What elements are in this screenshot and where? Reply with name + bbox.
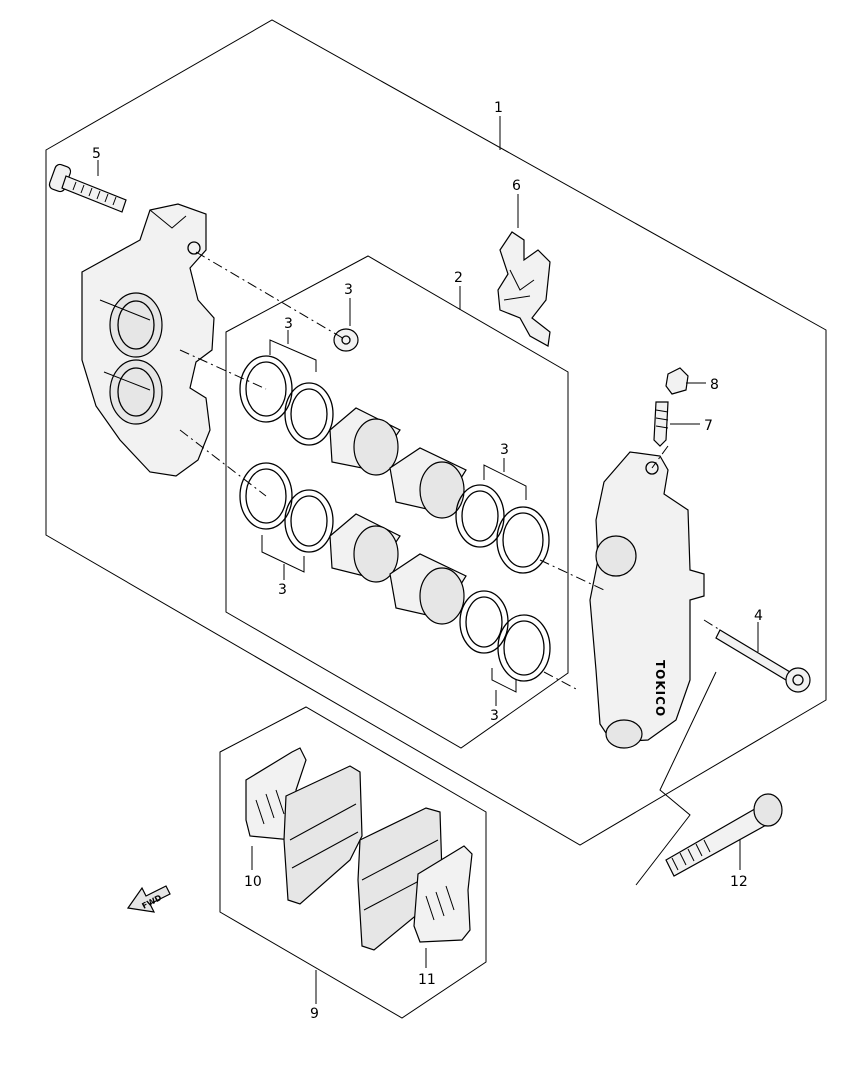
- bolt-12-boundary: [635, 671, 717, 886]
- pad-set-boundary-9: [219, 706, 487, 1019]
- callout-7: 7: [704, 418, 713, 434]
- brake-pad-10: [283, 765, 363, 905]
- bolt-5: [48, 163, 127, 213]
- callout-5: 5: [92, 146, 101, 162]
- callout-6: 6: [512, 178, 521, 194]
- callout-11: 11: [418, 972, 436, 988]
- callout-labels: 1 2 3 3 3 3 3 4 5 6 7 8 9 10 11 12: [92, 100, 763, 1022]
- brake-pad-shim-11: [413, 845, 473, 943]
- seal-group-brackets: [261, 339, 527, 693]
- callout-12: 12: [730, 874, 748, 890]
- callout-4: 4: [754, 608, 763, 624]
- caliper-right-half: TOKICO: [589, 451, 705, 749]
- leader-lines: [97, 116, 759, 1004]
- callout-3-washer: 3: [344, 282, 353, 298]
- pad-spring-6: [497, 231, 551, 347]
- washer-3: [333, 328, 359, 352]
- callout-3-upper-seals: 3: [284, 316, 293, 332]
- callout-8: 8: [710, 377, 719, 393]
- callout-9: 9: [310, 1006, 319, 1022]
- caliper-brand-text: TOKICO: [653, 660, 667, 717]
- bleeder-valve-7: [653, 401, 669, 447]
- seal-kit-boundary-2: [225, 255, 569, 749]
- seals-pistons-lower: [239, 462, 551, 682]
- seals-pistons-upper: [239, 355, 550, 574]
- callout-3-right-upper: 3: [500, 442, 509, 458]
- callout-10: 10: [244, 874, 262, 890]
- assembly-boundary-1: [45, 19, 827, 846]
- fwd-arrow-icon: FWD: [126, 885, 171, 913]
- callout-2: 2: [454, 270, 463, 286]
- callout-1: 1: [494, 100, 503, 116]
- alignment-lines: [179, 251, 721, 691]
- bolt-12: [665, 793, 783, 877]
- callout-3-right-lower: 3: [490, 708, 499, 724]
- bleeder-cap-8: [665, 367, 689, 395]
- caliper-left-half: [81, 203, 215, 477]
- callout-3-lower-seals: 3: [278, 582, 287, 598]
- bolt-4: [715, 629, 811, 693]
